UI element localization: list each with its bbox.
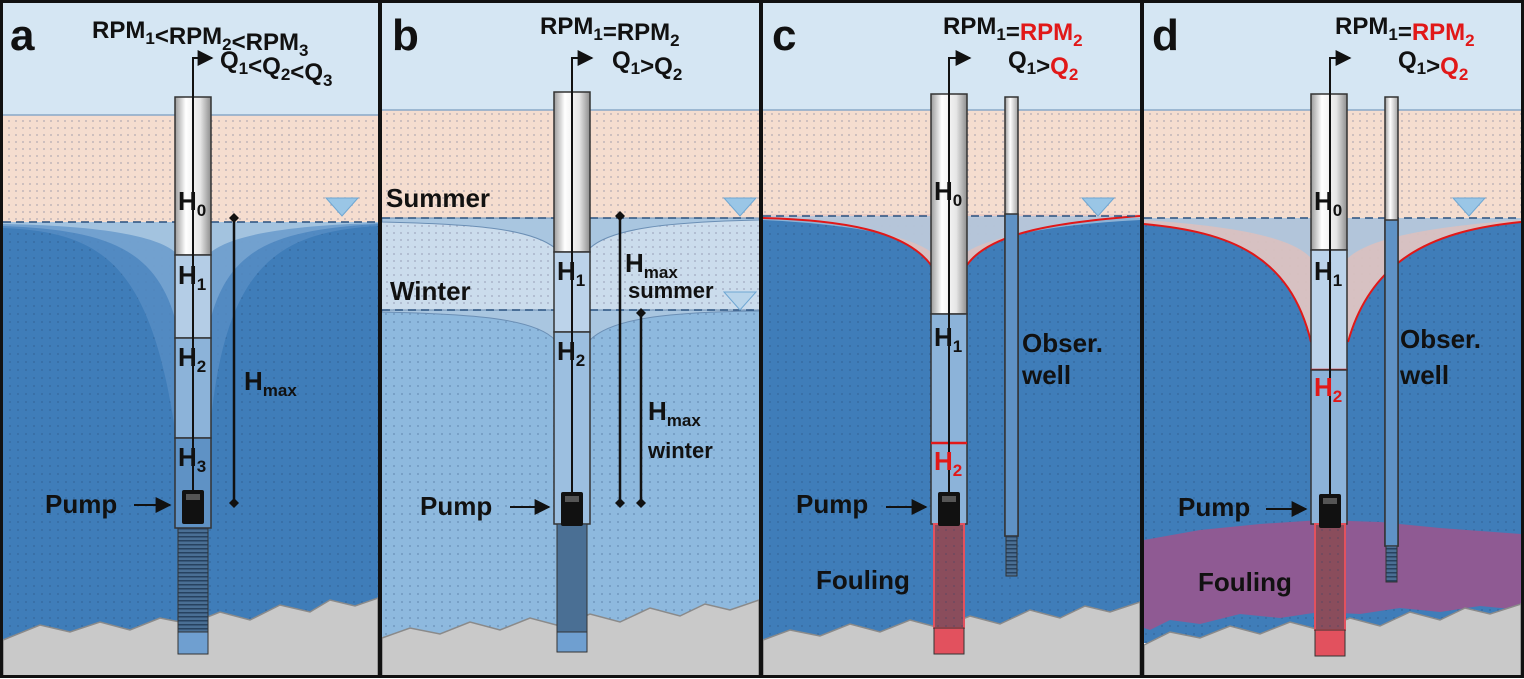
fouled-sump xyxy=(933,627,965,655)
level-h1: H1 xyxy=(557,256,585,290)
pump-label: Pump xyxy=(1178,492,1250,522)
level-h3: H3 xyxy=(178,442,206,476)
panel-letter: a xyxy=(10,11,35,60)
flow-relation: Q1>Q2 xyxy=(1398,47,1468,84)
rpm-relation: RPM1=RPM2 xyxy=(540,13,680,50)
level-h2: H2 xyxy=(1314,372,1342,406)
pump-label: Pump xyxy=(45,489,117,519)
panel-a: a RPM1<RPM2<RPM3 Q1<Q2<Q3 H0 H1 H2 H3 Hm… xyxy=(2,3,379,677)
level-h0: H0 xyxy=(934,176,962,210)
panel-letter: d xyxy=(1152,11,1179,60)
well-sump xyxy=(177,631,209,655)
rpm-relation: RPM1=RPM2 xyxy=(1335,13,1475,50)
panel-c: c RPM1=RPM2 Q1>Q2 H0 H1 H2 Obser. well P… xyxy=(762,3,1141,677)
fouled-drawdown-line xyxy=(762,215,1141,266)
level-h0: H0 xyxy=(1314,186,1342,220)
panel-d: d RPM1=RPM2 Q1>Q2 H0 H1 H2 Obser. well P… xyxy=(1143,3,1522,677)
level-h2: H2 xyxy=(934,446,962,480)
hmax-winter-label: Hmax xyxy=(648,396,701,430)
hmax-label: Hmax xyxy=(244,366,297,400)
fouling-label: Fouling xyxy=(1198,567,1292,597)
level-h2: H2 xyxy=(557,336,585,370)
obs-well-label-2: well xyxy=(1399,360,1449,390)
discharge-pipe xyxy=(571,50,594,492)
flow-relation: Q1<Q2<Q3 xyxy=(220,47,332,90)
hmax-winter-word: winter xyxy=(647,438,713,463)
panel-b: b RPM1=RPM2 Q1>Q2 Summer Winter H1 H2 Hm… xyxy=(381,3,760,677)
fouling-label: Fouling xyxy=(816,565,910,595)
fouled-sump xyxy=(1314,629,1346,657)
flow-relation: Q1>Q2 xyxy=(1008,47,1078,84)
discharge-pipe xyxy=(948,50,972,492)
obs-well-label-1: Obser. xyxy=(1022,328,1103,358)
level-h2: H2 xyxy=(178,342,206,376)
level-h1: H1 xyxy=(1314,256,1342,290)
pump-label: Pump xyxy=(420,491,492,521)
level-h1: H1 xyxy=(934,322,962,356)
fouled-drawdown-line xyxy=(1143,221,1522,343)
panel-letter: c xyxy=(772,11,796,60)
level-h0: H0 xyxy=(178,186,206,220)
well-screen xyxy=(177,527,209,633)
hmax-summer-label: Hmax xyxy=(625,248,678,282)
water-table-marker xyxy=(324,197,360,217)
rpm-relation: RPM1<RPM2<RPM3 xyxy=(92,17,308,60)
level-h1: H1 xyxy=(178,260,206,294)
obs-well-label-2: well xyxy=(1021,360,1071,390)
flow-relation: Q1>Q2 xyxy=(612,47,682,84)
discharge-pipe xyxy=(192,50,214,492)
hmax-summer-word: summer xyxy=(628,278,714,303)
season-winter-label: Winter xyxy=(390,276,471,306)
panel-letter: b xyxy=(392,11,419,60)
season-summer-label: Summer xyxy=(386,183,490,213)
rpm-relation: RPM1=RPM2 xyxy=(943,13,1083,50)
discharge-pipe xyxy=(1329,50,1352,494)
pump-label: Pump xyxy=(796,489,868,519)
well-screen xyxy=(556,523,588,633)
obs-well-label-1: Obser. xyxy=(1400,324,1481,354)
